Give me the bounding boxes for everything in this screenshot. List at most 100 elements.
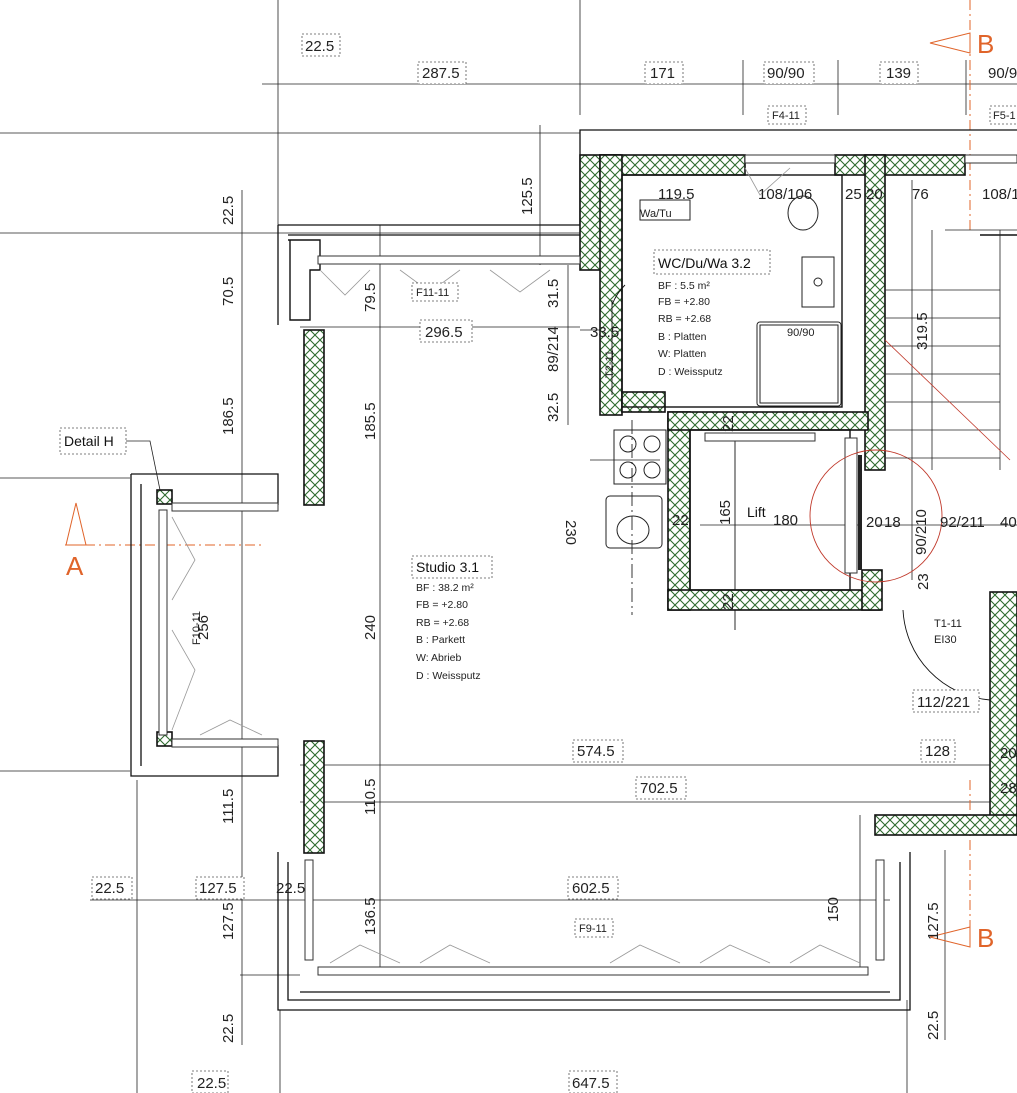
- svg-text:150: 150: [825, 897, 842, 922]
- fixtures: [605, 195, 862, 570]
- svg-text:W: Platten: W: Platten: [658, 348, 706, 360]
- svg-text:22.5: 22.5: [95, 880, 124, 897]
- bathtub-mark: [639, 199, 691, 221]
- svg-text:18: 18: [884, 514, 901, 531]
- svg-text:T1-11: T1-11: [934, 618, 962, 630]
- cooktop: [613, 429, 667, 485]
- svg-text:22: 22: [720, 415, 737, 432]
- svg-text:90/210: 90/210: [913, 509, 930, 555]
- svg-text:90/9: 90/9: [988, 65, 1017, 82]
- svg-text:WC/Du/Wa 3.2: WC/Du/Wa 3.2: [658, 255, 751, 271]
- svg-text:128: 128: [925, 743, 950, 760]
- svg-text:70.5: 70.5: [220, 277, 237, 306]
- svg-text:B : Platten: B : Platten: [658, 331, 707, 343]
- svg-text:319.5: 319.5: [914, 312, 931, 350]
- svg-text:230: 230: [562, 520, 579, 545]
- svg-text:111.5: 111.5: [220, 789, 237, 824]
- svg-text:256: 256: [195, 615, 212, 640]
- svg-text:171: 171: [650, 65, 675, 82]
- svg-text:RB = +2.68: RB = +2.68: [658, 313, 711, 325]
- svg-text:A: A: [66, 551, 84, 581]
- svg-text:20: 20: [866, 514, 883, 531]
- structural-walls: [156, 154, 1017, 854]
- svg-text:185.5: 185.5: [362, 402, 379, 440]
- svg-text:Wa/Tu: Wa/Tu: [640, 208, 672, 220]
- svg-text:22.5: 22.5: [220, 196, 237, 225]
- svg-text:22.5: 22.5: [276, 880, 305, 897]
- svg-text:90/90: 90/90: [787, 327, 815, 339]
- dimensions-left: 22.5 70.5 186.5 111.5 127.5 22.5: [220, 196, 237, 1043]
- svg-text:F11-11: F11-11: [416, 287, 449, 299]
- svg-text:D : Weissputz: D : Weissputz: [658, 366, 723, 378]
- internal-walls: [288, 174, 1017, 591]
- svg-text:Detail H: Detail H: [64, 433, 114, 449]
- svg-text:127.5: 127.5: [199, 880, 237, 897]
- windows: [158, 154, 1017, 976]
- dimensions-interior: 125.5 79.5 296.5 185.5 240 110.5 136.5 2…: [195, 177, 1017, 1040]
- svg-text:RB = +2.68: RB = +2.68: [416, 617, 469, 629]
- svg-text:Lift: Lift: [747, 504, 766, 520]
- svg-text:165: 165: [717, 500, 734, 525]
- staircase: [884, 229, 1017, 470]
- svg-text:108/1: 108/1: [982, 186, 1017, 203]
- svg-text:25: 25: [845, 186, 862, 203]
- door-swings: [611, 284, 991, 701]
- svg-text:287.5: 287.5: [422, 65, 460, 82]
- svg-text:22: 22: [672, 512, 689, 529]
- svg-text:76: 76: [912, 186, 929, 203]
- outer-envelope: [130, 129, 1017, 1011]
- svg-text:23: 23: [915, 573, 932, 590]
- svg-text:40: 40: [1000, 514, 1017, 531]
- svg-text:647.5: 647.5: [572, 1075, 610, 1092]
- svg-text:F10-11: F10-11: [191, 611, 203, 645]
- svg-text:20: 20: [1000, 745, 1017, 762]
- svg-text:602.5: 602.5: [572, 880, 610, 897]
- svg-text:32.5: 32.5: [545, 393, 562, 422]
- svg-text:139: 139: [886, 65, 911, 82]
- opening-arcs: [171, 167, 861, 964]
- svg-text:92/211: 92/211: [940, 514, 985, 531]
- svg-text:D : Weissputz: D : Weissputz: [416, 670, 481, 682]
- section-marker-b-bottom: B: [929, 923, 994, 953]
- svg-text:B: B: [977, 29, 994, 59]
- svg-text:136.5: 136.5: [362, 897, 379, 935]
- svg-text:22.5: 22.5: [305, 38, 334, 55]
- svg-text:31.5: 31.5: [545, 279, 562, 308]
- svg-text:574.5: 574.5: [577, 743, 615, 760]
- svg-text:BF : 5.5 m²: BF : 5.5 m²: [658, 280, 710, 292]
- dimensions-bottom: 22.5 127.5 22.5 602.5 150 22.5 647.5: [91, 876, 842, 1093]
- svg-text:89/214: 89/214: [545, 326, 562, 372]
- room-wc: WC/Du/Wa 3.2 BF : 5.5 m² FB = +2.80 RB =…: [653, 249, 771, 378]
- svg-text:22.5: 22.5: [197, 1075, 226, 1092]
- svg-text:28: 28: [1000, 780, 1017, 797]
- element-tags: F4-11 F5-1 F11-11 F10-11 F9-11 T2-11 T1-…: [191, 105, 1017, 938]
- washbasin: [801, 256, 835, 308]
- svg-text:125.5: 125.5: [519, 177, 536, 215]
- svg-text:296.5: 296.5: [425, 324, 463, 341]
- svg-text:FB = +2.80: FB = +2.80: [658, 296, 710, 308]
- svg-text:112/221: 112/221: [917, 694, 970, 711]
- section-lines: [65, 0, 971, 940]
- section-marker-b-top: B: [929, 29, 994, 59]
- shower-tray: [756, 321, 842, 407]
- svg-text:240: 240: [362, 615, 379, 640]
- svg-text:F9-11: F9-11: [579, 923, 607, 935]
- svg-text:119.5: 119.5: [658, 186, 694, 203]
- svg-text:702.5: 702.5: [640, 780, 678, 797]
- section-marker-a: A: [65, 502, 87, 581]
- kitchen-sink: [605, 495, 663, 549]
- svg-text:B: B: [977, 923, 994, 953]
- svg-text:108/106: 108/106: [758, 186, 812, 203]
- svg-text:T2-11: T2-11: [604, 350, 616, 378]
- svg-text:110.5: 110.5: [362, 779, 379, 815]
- svg-text:180: 180: [773, 512, 798, 529]
- svg-text:F5-1: F5-1: [993, 110, 1016, 122]
- svg-text:F4-11: F4-11: [772, 110, 800, 122]
- svg-text:127.5: 127.5: [925, 902, 942, 940]
- svg-text:186.5: 186.5: [220, 397, 237, 435]
- svg-text:22.5: 22.5: [220, 1014, 237, 1043]
- svg-text:127.5: 127.5: [220, 902, 237, 940]
- room-studio: Studio 3.1 BF : 38.2 m² FB = +2.80 RB = …: [411, 555, 493, 682]
- svg-text:20: 20: [866, 186, 883, 203]
